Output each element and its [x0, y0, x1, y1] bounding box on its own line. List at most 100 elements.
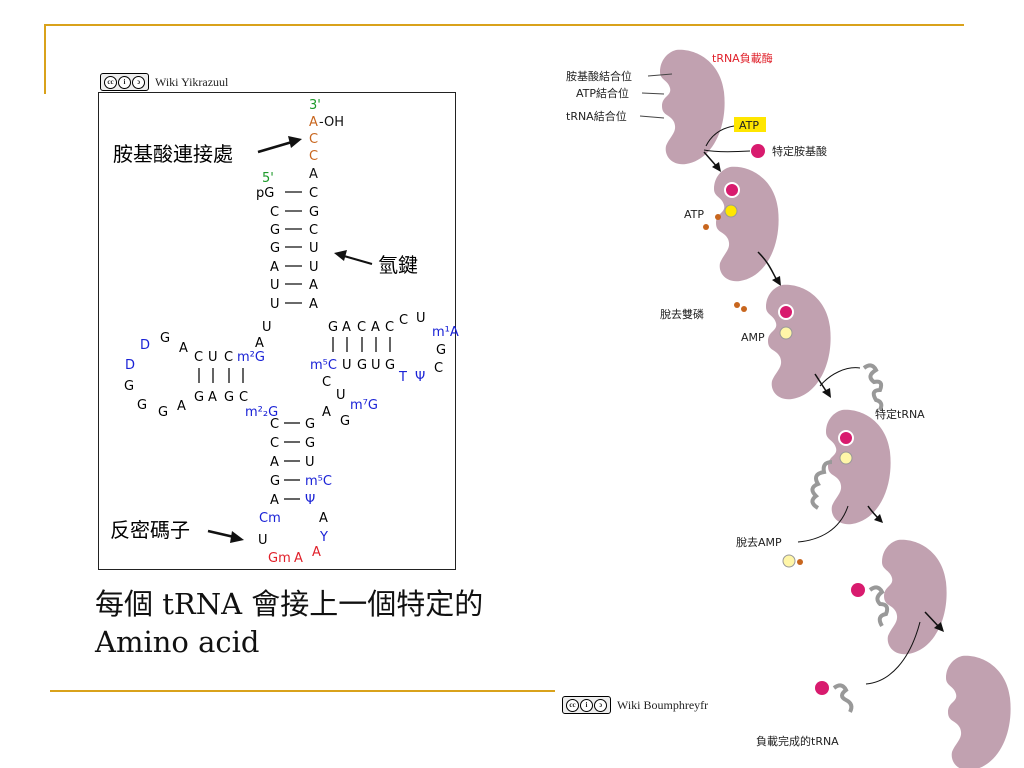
site-atp-label: ATP結合位 — [576, 86, 629, 100]
site-trna-label: tRNA結合位 — [566, 109, 627, 123]
t-loop-base: U — [416, 311, 426, 326]
phosphate-dot — [741, 306, 747, 312]
t-arm-base: A — [371, 320, 380, 335]
acceptor-stem-left: pG C G G A U U — [256, 186, 280, 312]
t-arm-base: C — [357, 320, 366, 335]
charged-label: 負載完成的tRNA — [756, 734, 839, 748]
top-rule — [44, 24, 964, 26]
phosphate-dot — [703, 224, 709, 230]
stem-right-base: A — [309, 297, 318, 312]
t-arm-base: A — [342, 320, 351, 335]
atp-label: ATP — [684, 208, 704, 221]
enzyme-label: tRNA負載酶 — [712, 52, 773, 65]
d-loop-base: D — [125, 358, 135, 373]
t-arm-under: G — [340, 414, 350, 429]
stem-right-base: U — [309, 260, 319, 275]
amp-label: AMP — [741, 331, 765, 344]
stem-left-base: G — [270, 241, 280, 256]
t-loop-base: T — [398, 370, 407, 385]
t-arm-under: m⁷G — [350, 398, 378, 413]
flow-arrowhead — [934, 622, 944, 632]
atp-box — [734, 117, 766, 132]
ppi-label: 脫去雙磷 — [660, 307, 704, 321]
release-amp-label: 脫去AMP — [736, 535, 782, 549]
amino-arrow-curve — [703, 149, 751, 153]
ac-stem-right-base: Ψ — [305, 493, 315, 508]
amino-acid-dot — [838, 430, 854, 446]
trna-squiggle — [862, 363, 884, 411]
amp-dot — [779, 326, 793, 340]
flow-arrowhead — [772, 276, 781, 286]
stem-right-base: U — [309, 241, 319, 256]
amino-site-arrow — [257, 136, 302, 154]
d-arm-base: C — [224, 350, 233, 365]
phosphate-dot — [734, 302, 740, 308]
d-arm-base: m²G — [237, 350, 265, 365]
ac-stem-bonds — [284, 422, 300, 500]
d-arm-base: A — [208, 390, 217, 405]
acceptor-c1: C — [309, 132, 318, 147]
stem-right-base: A — [309, 278, 318, 293]
flow-arrowhead — [712, 162, 721, 172]
d-loop-base: G — [137, 398, 147, 413]
enzyme-shape — [826, 409, 891, 525]
enzyme-shape — [946, 655, 1011, 768]
amino-acid-dot — [778, 304, 794, 320]
atp-box-label: ATP — [739, 119, 759, 132]
d-arm-base: U — [208, 350, 218, 365]
right-credit-text: Wiki Boumphreyfr — [617, 697, 709, 712]
amino-site-label: 胺基酸連接處 — [113, 142, 233, 166]
acceptor-a: A — [309, 115, 318, 130]
t-arm-base: U — [371, 358, 381, 373]
d-loop-base: A — [177, 399, 186, 414]
t-loop-base: Ψ — [415, 370, 425, 385]
amino-acid-dot — [724, 182, 740, 198]
ac-stem-left-base: A — [270, 493, 279, 508]
amino-label: 特定胺基酸 — [772, 144, 827, 158]
amp-release-curve — [797, 505, 849, 543]
phosphate-dot — [797, 559, 803, 565]
ac-loop-base: A — [294, 551, 303, 566]
stem-left-base: U — [270, 297, 280, 312]
t-arm-base: U — [342, 358, 352, 373]
d-loop-base: G — [160, 331, 170, 346]
t-arm-base: G — [357, 358, 367, 373]
ac-stem-right-base: G — [305, 417, 315, 432]
amp-dot — [839, 451, 853, 465]
d-arm-base: C — [239, 390, 248, 405]
enzyme-shape — [660, 49, 725, 165]
t-loop-base: m¹A — [432, 325, 459, 340]
d-loop-base: D — [140, 338, 150, 353]
stem-left-base: G — [270, 223, 280, 238]
five-prime: 5' — [262, 171, 274, 186]
trna-squiggle — [868, 585, 890, 628]
ac-loop-base: A — [312, 545, 321, 560]
hbond-label: 氫鍵 — [378, 253, 418, 277]
left-rule — [44, 24, 46, 94]
stem-right-base: C — [309, 186, 318, 201]
d-arm-base: C — [194, 350, 203, 365]
t-arm-base: G — [328, 320, 338, 335]
enzyme-shape — [882, 539, 947, 655]
t-arm-bonds — [332, 337, 391, 352]
release-curve — [865, 621, 921, 685]
d-loop-base: G — [158, 405, 168, 420]
d-arm-m22g: m²₂G — [245, 405, 278, 420]
ac-stem-left-base: C — [270, 417, 279, 432]
ac-stem-right-base: m⁵C — [305, 474, 332, 489]
trna-arrow-curve — [819, 367, 861, 387]
d-arm-base: G — [224, 390, 234, 405]
anticodon-arrow — [207, 529, 244, 543]
t-loop-base: C — [434, 361, 443, 376]
t-arm-under: C — [322, 375, 331, 390]
t-arm-base: C — [385, 320, 394, 335]
site-amino-line — [647, 73, 673, 77]
site-atp-line — [641, 92, 665, 95]
left-credit-text: Wiki Yikrazuul — [155, 74, 229, 89]
